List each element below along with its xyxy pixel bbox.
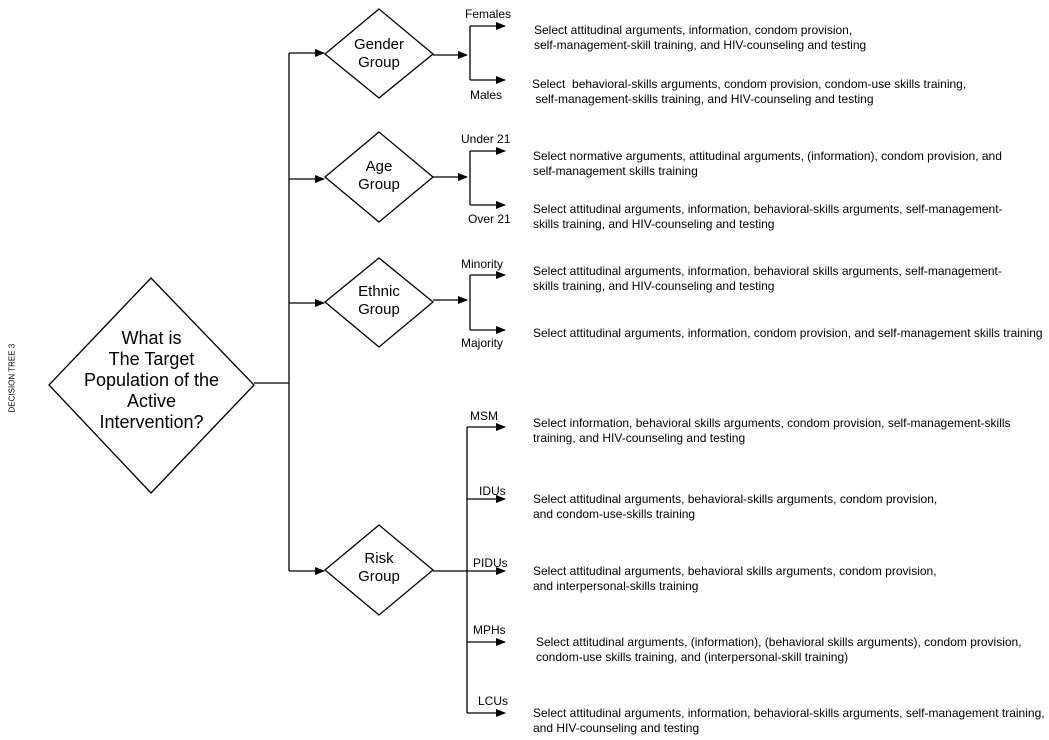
root-line: Population of the: [83, 370, 220, 390]
outcome-lcus: Select attitudinal arguments, informatio…: [533, 706, 1045, 736]
group-label-line: Group: [358, 568, 400, 585]
outcome-msm: Select information, behavioral skills ar…: [533, 416, 1011, 446]
group-label-line: Group: [358, 301, 400, 318]
group-label-line: Risk: [364, 550, 394, 567]
branch-label-pidus: PIDUs: [473, 556, 508, 570]
outcome-line: and condom-use-skills training: [533, 507, 696, 521]
outcome-line: self-management-skill training, and HIV-…: [534, 38, 867, 52]
risk-group-label: Risk Group: [339, 550, 419, 586]
branch-label-msm: MSM: [470, 409, 498, 423]
branch-label-males: Males: [470, 88, 503, 102]
outcome-line: Select attitudinal arguments, informatio…: [533, 264, 1002, 278]
outcome-under-21: Select normative arguments, attitudinal …: [533, 149, 1002, 179]
root-line: Active: [126, 391, 177, 411]
outcome-line: Select attitudinal arguments, behavioral…: [533, 564, 937, 578]
age-group-label: Age Group: [339, 158, 419, 194]
root-line: Intervention?: [99, 412, 204, 432]
outcome-line: training, and HIV-counseling and testing: [533, 431, 746, 445]
outcome-mphs: Select attitudinal arguments, (informati…: [536, 635, 1022, 665]
branch-label-majority: Majority: [461, 336, 504, 350]
outcome-majority: Select attitudinal arguments, informatio…: [533, 326, 1043, 341]
branch-label-under-21: Under 21: [461, 132, 511, 146]
group-label-line: Group: [358, 176, 400, 193]
outcome-males: Select behavioral-skills arguments, cond…: [532, 77, 966, 107]
outcome-line: Select attitudinal arguments, informatio…: [534, 23, 853, 37]
branch-label-lcus: LCUs: [478, 694, 509, 708]
outcome-line: condom-use skills training, and (interpe…: [536, 650, 849, 664]
ethnic-group-diamond: [323, 257, 435, 348]
branch-label-idus: IDUs: [479, 484, 506, 498]
outcome-line: Select attitudinal arguments, (informati…: [536, 635, 1022, 649]
outcome-line: self-management skills training: [533, 164, 698, 178]
outcome-line: Select attitudinal arguments, informatio…: [533, 706, 1045, 720]
side-label: DECISION TREE 3: [7, 343, 17, 413]
risk-group-diamond: [323, 524, 435, 616]
outcome-line: Select attitudinal arguments, informatio…: [533, 326, 1043, 340]
group-label-line: Gender: [353, 36, 405, 53]
group-label-line: Ethnic: [358, 283, 400, 300]
root-diamond: [48, 277, 255, 494]
branch-label-mphs: MPHs: [473, 623, 506, 637]
outcome-line: skills training, and HIV-counseling and …: [533, 279, 775, 293]
outcome-line: Select normative arguments, attitudinal …: [533, 149, 1002, 163]
gender-group-diamond: [323, 8, 435, 99]
root-line: The Target: [108, 349, 195, 369]
branch-label-minority: Minority: [461, 257, 504, 271]
outcome-line: Select behavioral-skills arguments, cond…: [532, 77, 967, 91]
branch-label-females: Females: [465, 7, 512, 21]
outcome-pidus: Select attitudinal arguments, behavioral…: [533, 564, 937, 594]
group-label-line: Age: [365, 158, 393, 175]
outcome-line: self-management-skills training, and HIV…: [532, 92, 874, 106]
outcome-line: Select attitudinal arguments, behavioral…: [533, 492, 938, 506]
outcome-idus: Select attitudinal arguments, behavioral…: [533, 492, 937, 522]
gender-group-label: Gender Group: [339, 36, 419, 72]
outcome-over-21: Select attitudinal arguments, informatio…: [533, 202, 1003, 232]
group-label-line: Group: [358, 54, 400, 71]
outcome-line: skills training, and HIV-counseling and …: [533, 217, 775, 231]
outcome-females: Select attitudinal arguments, informatio…: [534, 23, 866, 53]
age-group-diamond: [323, 131, 435, 223]
outcome-line: Select attitudinal arguments, informatio…: [533, 202, 1003, 216]
root-question: What is The Target Population of the Act…: [80, 328, 223, 433]
ethnic-group-label: Ethnic Group: [339, 283, 419, 319]
root-line: What is: [121, 328, 182, 348]
outcome-minority: Select attitudinal arguments, informatio…: [533, 264, 1002, 294]
outcome-line: Select information, behavioral skills ar…: [533, 416, 1011, 430]
outcome-line: and HIV-counseling and testing: [533, 721, 700, 735]
branch-label-over-21: Over 21: [468, 212, 511, 226]
outcome-line: and interpersonal-skills training: [533, 579, 699, 593]
